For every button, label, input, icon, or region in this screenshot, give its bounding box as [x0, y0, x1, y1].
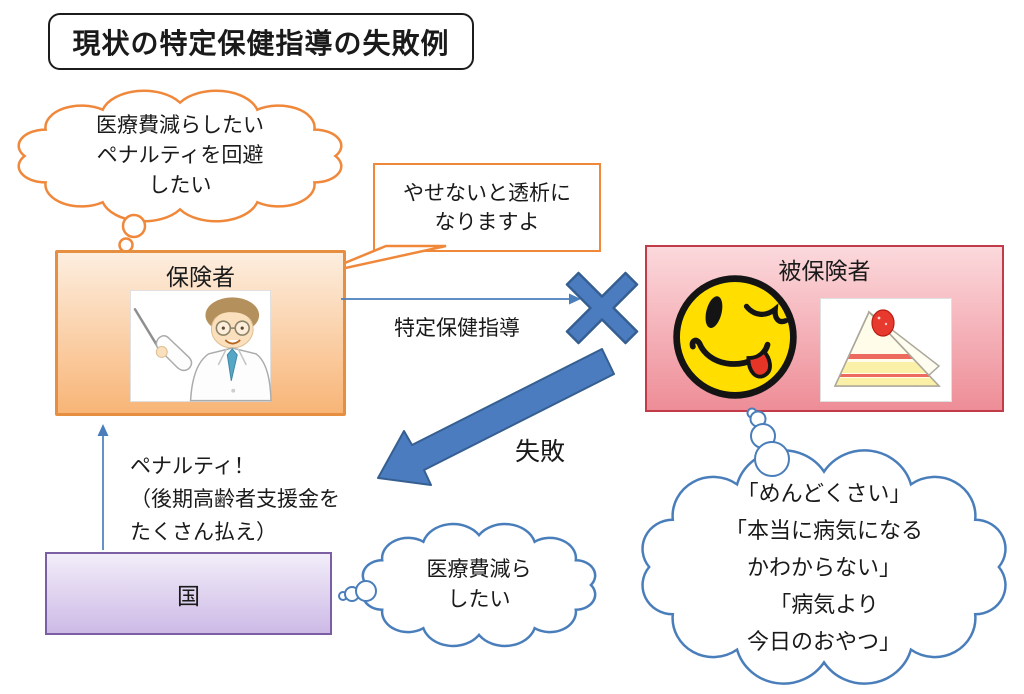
penalty-line: ペナルティ！	[130, 455, 255, 478]
insured-box-label: 被保険者	[778, 258, 871, 284]
penalty-line: （後期高齢者支援金を	[130, 488, 340, 511]
thought-cloud-icon	[635, 458, 1013, 676]
guidance-arrow-label: 特定保健指導	[394, 317, 520, 340]
winking-tongue-smiley-icon	[673, 275, 797, 399]
thought-line: 医療費減ら	[426, 558, 532, 581]
thought-cloud-icon	[12, 95, 348, 217]
government-box: 国	[45, 552, 332, 635]
thought-line: 「めんどくさい」	[736, 480, 912, 506]
penalty-up-arrow-icon	[97, 424, 109, 550]
thought-line: 「病気より	[769, 591, 879, 617]
speech-line: やせないと透析に	[403, 181, 571, 205]
guidance-arrow-icon	[341, 293, 581, 305]
thought-line: かわからない」	[746, 554, 901, 580]
insurer-thought-text: 医療費減らしたい ペナルティを回避 したい	[12, 95, 348, 217]
government-thought-text: 医療費減ら したい	[358, 528, 600, 642]
doctor-image-frame	[130, 290, 272, 402]
insurer-thought-cloud: 医療費減らしたい ペナルティを回避 したい	[12, 95, 348, 217]
penalty-text: ペナルティ！ （後期高齢者支援金を たくさん払え）	[130, 450, 340, 549]
insurer-box-label: 保険者	[166, 264, 235, 290]
doctor-with-pointer-icon	[133, 297, 272, 402]
thought-line: 「本当に病気になる	[724, 517, 923, 543]
thought-line: したい	[148, 174, 212, 197]
thought-bubble-trail-icon	[338, 580, 377, 602]
strawberry-cake-slice-icon	[833, 309, 941, 388]
penalty-line: たくさん払え）	[130, 521, 277, 544]
title-box: 現状の特定保健指導の失敗例	[48, 13, 474, 70]
speech-bubble-tail-icon	[317, 244, 447, 276]
page-title: 現状の特定保健指導の失敗例	[72, 27, 450, 59]
failure-label: 失敗	[514, 438, 565, 466]
thought-bubble-trail-icon	[118, 213, 147, 253]
government-box-label: 国	[177, 582, 200, 609]
insured-box: 被保険者	[645, 245, 1004, 412]
thought-line: 今日のおやつ」	[746, 628, 901, 654]
thought-line: したい	[447, 588, 511, 611]
insured-thought-text: 「めんどくさい」 「本当に病気になる かわからない」 「病気より 今日のおやつ」	[635, 458, 1013, 676]
speech-line: なりますよ	[434, 210, 540, 234]
insurer-box: 保険者	[55, 250, 346, 416]
thought-cloud-icon	[358, 528, 600, 642]
thought-line: 医療費減らしたい	[96, 114, 264, 137]
thought-bubble-trail-icon	[746, 407, 790, 477]
insured-thought-cloud: 「めんどくさい」 「本当に病気になる かわからない」 「病気より 今日のおやつ」	[635, 458, 1013, 676]
x-mark-icon	[565, 271, 639, 345]
dialysis-speech-bubble: やせないと透析に なりますよ	[373, 163, 601, 252]
cake-image-frame	[820, 298, 952, 402]
failure-arrow-icon	[377, 348, 615, 486]
government-thought-cloud: 医療費減ら したい	[358, 528, 600, 642]
thought-line: ペナルティを回避	[96, 144, 264, 167]
